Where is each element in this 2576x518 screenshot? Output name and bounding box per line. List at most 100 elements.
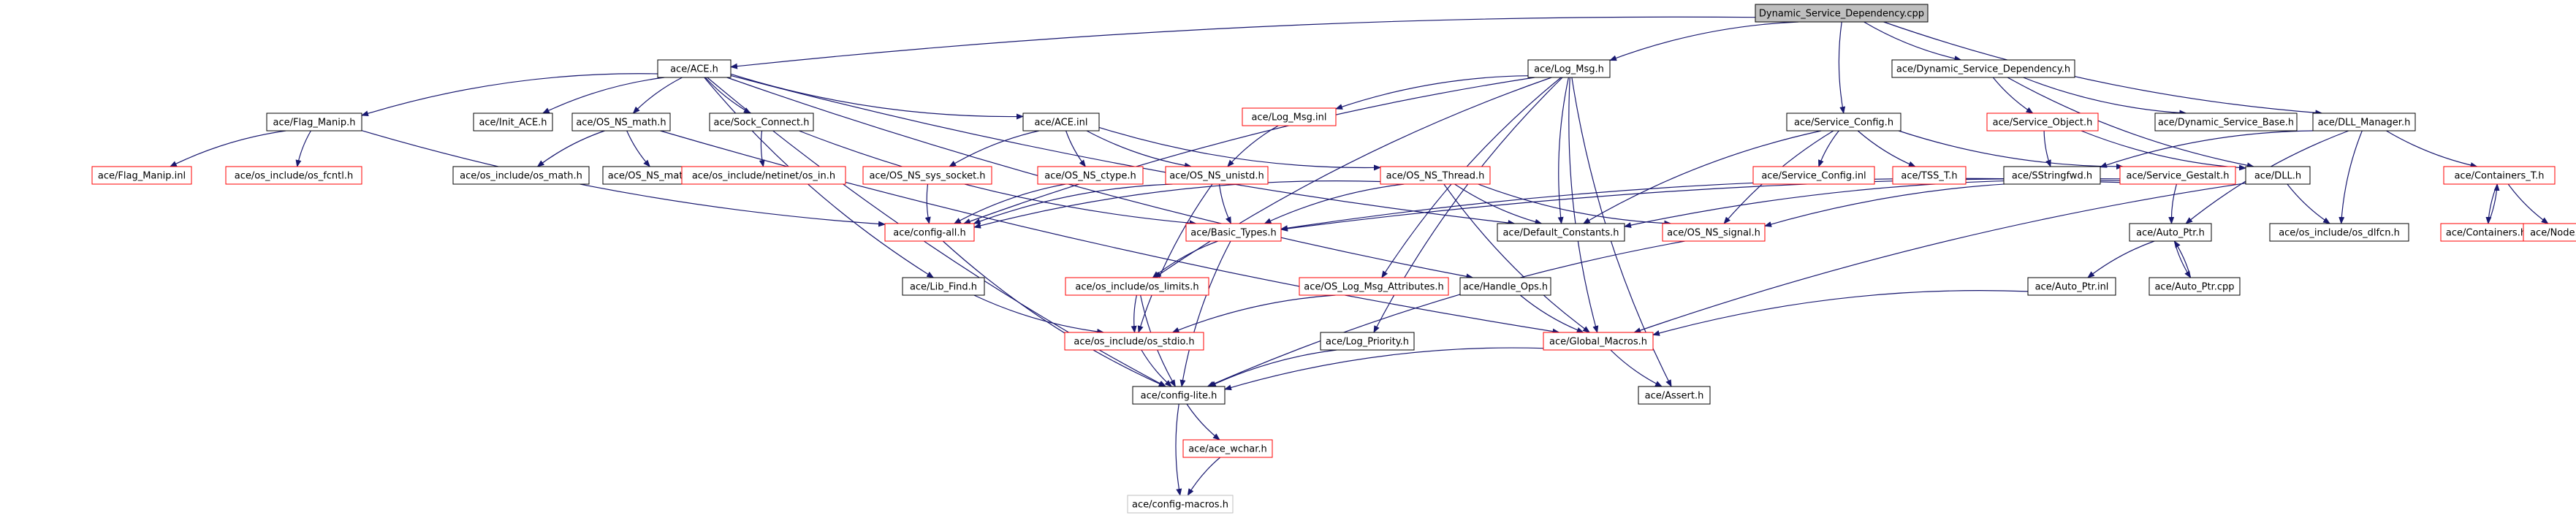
- node-label: ace/Init_ACE.h: [479, 118, 547, 129]
- node-os-stdio-h[interactable]: ace/os_include/os_stdio.h: [1064, 332, 1204, 351]
- node-auto-ptr-inl[interactable]: ace/Auto_Ptr.inl: [2027, 277, 2116, 296]
- node-box: [2148, 277, 2241, 296]
- edge-basic_types_h-to-config_lite_h: [1179, 240, 1231, 387]
- node-label: ace/Auto_Ptr.cpp: [2154, 282, 2234, 293]
- node-lib-find-h[interactable]: ace/Lib_Find.h: [902, 277, 985, 296]
- edge-ace_h-to-os_ns_math_h: [632, 77, 683, 114]
- node-label: ace/Auto_Ptr.h: [2136, 228, 2205, 239]
- edge-ace_inl-to-os_ns_thread_h: [1098, 126, 1381, 171]
- node-ace-inl[interactable]: ace/ACE.inl: [1022, 113, 1100, 132]
- edge-ace_h-to-flag_manip_h: [361, 73, 658, 117]
- node-dll-manager-h[interactable]: ace/DLL_Manager.h: [2312, 113, 2416, 132]
- node-service-object-h[interactable]: ace/Service_Object.h: [1986, 113, 2099, 132]
- node-label: ace/Handle_Ops.h: [1463, 282, 1548, 293]
- node-label: ace/OS_NS_math.inl: [608, 171, 704, 182]
- node-os-ns-thread-h[interactable]: ace/OS_NS_Thread.h: [1380, 166, 1491, 185]
- node-box: [473, 113, 553, 132]
- node-containers-t-h[interactable]: ace/Containers_T.h: [2443, 166, 2556, 185]
- node-box: [1752, 166, 1875, 185]
- edge-os_ns_thread_h-to-global_macros_h: [1443, 183, 1591, 333]
- node-box: [1320, 332, 1415, 351]
- node-os-ns-unistd-h[interactable]: ace/OS_NS_unistd.h: [1165, 166, 1269, 185]
- node-assert-h[interactable]: ace/Assert.h: [1638, 386, 1711, 405]
- node-label: ace/OS_NS_signal.h: [1667, 228, 1760, 239]
- edge-sock_connect_h-to-netinet_in_h: [759, 130, 765, 167]
- node-label: ace/Containers_T.h: [2454, 171, 2544, 182]
- node-box: [1892, 166, 1967, 185]
- node-node-h[interactable]: ace/Node.h: [2523, 223, 2576, 242]
- node-root[interactable]: Dynamic_Service_Dependency.cpp: [1755, 4, 1929, 23]
- node-tss-t-h[interactable]: ace/TSS_T.h: [1892, 166, 1967, 185]
- node-label: ace/Assert.h: [1645, 391, 1704, 402]
- edge-dll_manager_h-to-sstringfwd_h: [2100, 130, 2314, 168]
- edge-config_lite_h-to-ace_wchar_h: [1186, 403, 1220, 441]
- edge-dyn_dep_h-to-dyn_service_base_h: [2023, 77, 2187, 116]
- node-label: ace/config-macros.h: [1132, 500, 1228, 511]
- node-dyn-service-base-h[interactable]: ace/Dynamic_Service_Base.h: [2154, 113, 2298, 132]
- node-box: [1065, 277, 1209, 296]
- edge-root-to-log_msg_h: [1609, 21, 1799, 61]
- node-flag-manip-h[interactable]: ace/Flag_Manip.h: [266, 113, 362, 132]
- node-os-math-h[interactable]: ace/os_include/os_math.h: [452, 166, 590, 185]
- node-log-msg-inl[interactable]: ace/Log_Msg.inl: [1242, 107, 1337, 126]
- node-dll-h[interactable]: ace/DLL.h: [2245, 166, 2311, 185]
- node-label: Dynamic_Service_Dependency.cpp: [1759, 9, 1924, 20]
- node-auto-ptr-cpp[interactable]: ace/Auto_Ptr.cpp: [2148, 277, 2241, 296]
- node-os-dlfcn-h[interactable]: ace/os_include/os_dlfcn.h: [2269, 223, 2409, 242]
- node-dyn-dep-h[interactable]: ace/Dynamic_Service_Dependency.h: [1891, 59, 2075, 78]
- node-box: [1459, 277, 1551, 296]
- node-os-ns-ctype-h[interactable]: ace/OS_NS_ctype.h: [1037, 166, 1144, 185]
- node-service-gestalt-h[interactable]: ace/Service_Gestalt.h: [2119, 166, 2236, 185]
- node-sock-connect-h[interactable]: ace/Sock_Connect.h: [709, 113, 814, 132]
- edge-service_config_h-to-service_gestalt_h: [1898, 130, 2124, 170]
- node-service-config-inl[interactable]: ace/Service_Config.inl: [1752, 166, 1875, 185]
- edge-dll_manager_h-to-containers_t_h: [2386, 130, 2478, 168]
- node-label: ace/Auto_Ptr.inl: [2035, 282, 2109, 293]
- edge-log_msg_inl-to-os_ns_unistd_h: [1227, 125, 1279, 167]
- edge-os_ns_thread_h-to-os_ns_signal_h: [1478, 183, 1672, 226]
- node-global-macros-h[interactable]: ace/Global_Macros.h: [1543, 332, 1654, 351]
- node-ace-h[interactable]: ace/ACE.h: [657, 59, 732, 78]
- node-label: ace/ace_wchar.h: [1188, 444, 1267, 455]
- edge-root-to-ace_h: [730, 16, 1756, 69]
- node-containers-h[interactable]: ace/Containers.h: [2440, 223, 2532, 242]
- node-os-log-msg-attr-h[interactable]: ace/OS_Log_Msg_Attributes.h: [1299, 277, 1449, 296]
- node-log-msg-h[interactable]: ace/Log_Msg.h: [1527, 59, 1611, 78]
- node-config-all-h[interactable]: ace/config-all.h: [884, 223, 975, 242]
- node-box: [1891, 59, 2075, 78]
- node-os-limits-h[interactable]: ace/os_include/os_limits.h: [1065, 277, 1209, 296]
- node-auto-ptr-h[interactable]: ace/Auto_Ptr.h: [2129, 223, 2212, 242]
- node-box: [1299, 277, 1449, 296]
- node-config-macros-h[interactable]: ace/config-macros.h: [1127, 495, 1234, 514]
- node-default-constants-h[interactable]: ace/Default_Constants.h: [1497, 223, 1625, 242]
- node-handle-ops-h[interactable]: ace/Handle_Ops.h: [1459, 277, 1551, 296]
- node-ace-wchar-h[interactable]: ace/ace_wchar.h: [1182, 439, 1273, 458]
- node-box: [1185, 223, 1282, 242]
- node-log-priority-h[interactable]: ace/Log_Priority.h: [1320, 332, 1415, 351]
- node-config-lite-h[interactable]: ace/config-lite.h: [1132, 386, 1226, 405]
- node-label: ace/DLL.h: [2254, 171, 2301, 182]
- node-box: [2523, 223, 2576, 242]
- node-label: ace/Default_Constants.h: [1502, 228, 1619, 239]
- edge-service_object_h-to-sstringfwd_h: [2043, 130, 2051, 167]
- node-os-ns-sys-socket-h[interactable]: ace/OS_NS_sys_socket.h: [862, 166, 992, 185]
- edge-log_msg_h-to-log_msg_inl: [1335, 75, 1529, 110]
- node-os-fcntl-h[interactable]: ace/os_include/os_fcntl.h: [225, 166, 362, 185]
- node-box: [2269, 223, 2409, 242]
- edge-log_msg_h-to-default_constants_h: [1557, 77, 1569, 224]
- edge-ace_inl-to-os_ns_ctype_h: [1065, 130, 1087, 167]
- node-label: ace/ACE.h: [670, 64, 718, 75]
- node-os-ns-signal-h[interactable]: ace/OS_NS_signal.h: [1662, 223, 1766, 242]
- node-service-config-h[interactable]: ace/Service_Config.h: [1786, 113, 1901, 132]
- edge-os_log_msg_attr_h-to-os_stdio_h: [1171, 294, 1336, 333]
- node-basic-types-h[interactable]: ace/Basic_Types.h: [1185, 223, 1282, 242]
- node-box: [1786, 113, 1901, 132]
- node-flag-manip-inl[interactable]: ace/Flag_Manip.inl: [91, 166, 192, 185]
- node-os-ns-math-h[interactable]: ace/OS_NS_math.h: [571, 113, 671, 132]
- edge-ace_h-to-lib_find_h: [704, 77, 935, 278]
- node-box: [1132, 386, 1226, 405]
- node-box: [225, 166, 362, 185]
- node-sstringfwd-h[interactable]: ace/SStringfwd.h: [2003, 166, 2101, 185]
- node-init-ace-h[interactable]: ace/Init_ACE.h: [473, 113, 553, 132]
- node-netinet-in-h[interactable]: ace/os_include/netinet/os_in.h: [681, 166, 846, 185]
